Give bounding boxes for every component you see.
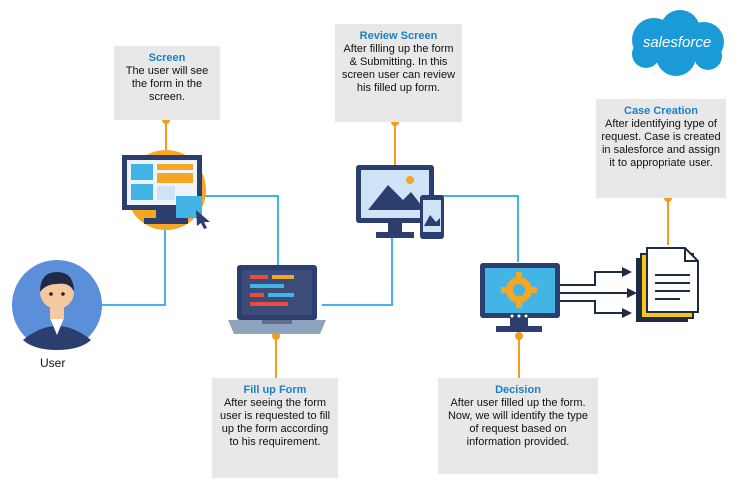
review-description: After filling up the form & Submitting. … <box>341 43 456 94</box>
pin-lines <box>162 116 672 378</box>
connector-lines <box>100 195 519 306</box>
decision-gear-monitor-icon <box>480 263 560 332</box>
case-title: Case Creation <box>624 105 698 117</box>
logo-text: salesforce <box>642 34 712 51</box>
decision-info-box: Decision After user filled up the form. … <box>438 378 598 474</box>
fillform-description: After seeing the form user is requested … <box>219 397 331 448</box>
user-avatar-icon <box>12 260 102 350</box>
case-description: After identifying type of request. Case … <box>601 118 721 169</box>
connector-user-screen <box>100 215 166 306</box>
decision-description: After user filled up the form. Now, we w… <box>447 397 588 448</box>
user-label: User <box>40 356 66 370</box>
connector-review-decision <box>440 195 519 262</box>
review-title: Review Screen <box>359 30 438 42</box>
screen-info-box: Screen The user will see the form in the… <box>114 46 220 120</box>
salesforce-cloud-icon <box>632 10 724 76</box>
decision-arrows <box>560 271 627 314</box>
screen-monitor-icon <box>122 150 210 230</box>
screen-title: Screen <box>148 52 186 64</box>
connector-screen-fillform <box>205 195 279 265</box>
connector-fillform-review <box>322 238 393 306</box>
fillform-title: Fill up Form <box>243 384 307 396</box>
salesforce-logo: salesforce <box>628 12 726 72</box>
review-screen-icon <box>356 165 444 239</box>
laptop-form-icon <box>228 265 326 334</box>
decision-title: Decision <box>495 384 541 396</box>
review-info-box: Review Screen After filling up the form … <box>335 24 462 122</box>
case-info-box: Case Creation After identifying type of … <box>596 99 726 198</box>
screen-description: The user will see the form in the screen… <box>125 65 209 103</box>
arrow-heads <box>622 267 637 318</box>
fillform-info-box: Fill up Form After seeing the form user … <box>212 378 338 478</box>
case-documents-icon <box>636 247 699 322</box>
